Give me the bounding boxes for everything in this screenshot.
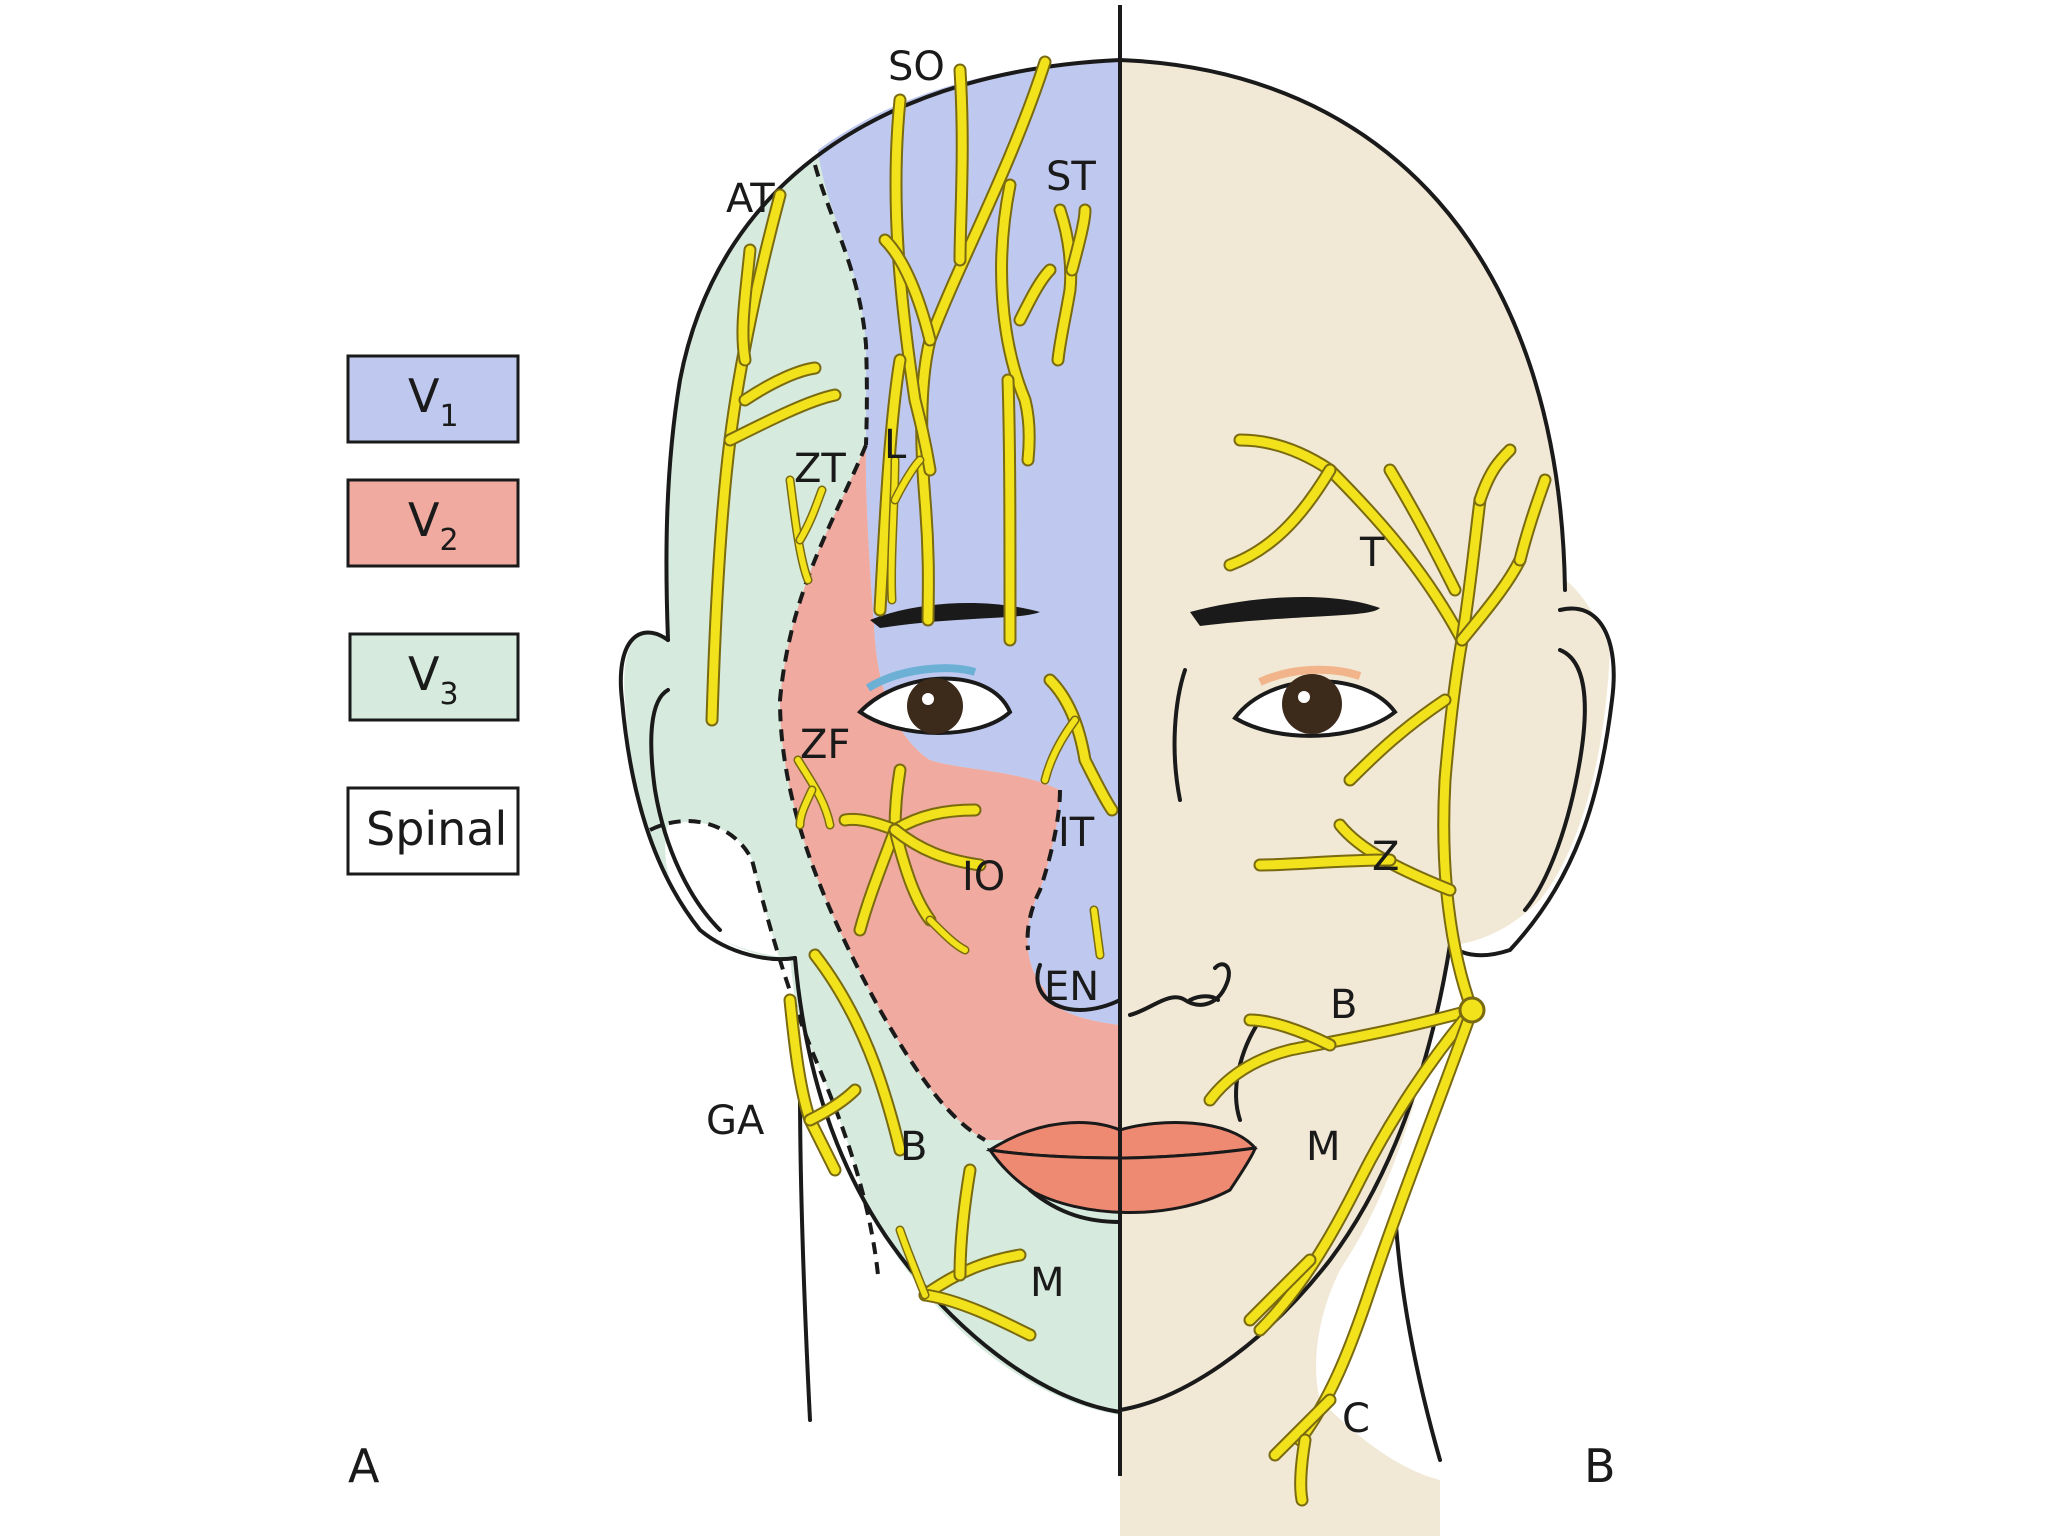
neck-outline-b bbox=[1393, 1208, 1442, 1462]
legend-swatch-v3 bbox=[348, 632, 520, 722]
boundary-v1-v3 bbox=[813, 164, 869, 446]
pupil-highlight-a bbox=[922, 693, 934, 705]
label-ga: GA bbox=[706, 1098, 765, 1144]
ear-inner-a bbox=[649, 688, 722, 932]
ear-a bbox=[618, 630, 797, 962]
panel-a-face bbox=[618, 58, 1122, 1422]
legend: V1 V2 V3 Spinal bbox=[346, 354, 520, 876]
label-it: IT bbox=[1058, 810, 1095, 856]
neck-outline-a bbox=[798, 1088, 812, 1422]
label-at: AT bbox=[726, 176, 775, 222]
crease-b-1 bbox=[1172, 668, 1187, 802]
facial-nerve-trunk-node bbox=[1458, 996, 1486, 1024]
panel-label-a: A bbox=[348, 1439, 380, 1493]
svg-text:V3: V3 bbox=[408, 647, 459, 712]
ear-inner-b bbox=[1523, 648, 1587, 912]
region-v2 bbox=[780, 445, 1120, 1140]
legend-item-v3: V3 bbox=[348, 632, 520, 722]
labels-panel-a: SO ST AT ZT L ZF IT IO EN GA B M bbox=[706, 44, 1099, 1306]
jaw-outline-b bbox=[1118, 943, 1452, 1412]
legend-sub-v2: 2 bbox=[439, 523, 458, 558]
legend-sub-v3: 3 bbox=[439, 677, 458, 712]
legend-label-v2: V bbox=[408, 493, 440, 547]
legend-item-spinal: Spinal bbox=[346, 786, 520, 876]
boundary-spinal-v3 bbox=[649, 819, 880, 1276]
pupil-highlight-b bbox=[1298, 691, 1310, 703]
region-v1 bbox=[818, 60, 1120, 1025]
legend-item-v1: V1 bbox=[346, 354, 520, 444]
label-z: Z bbox=[1372, 834, 1399, 880]
label-so: SO bbox=[888, 44, 945, 90]
label-m-b: M bbox=[1306, 1124, 1341, 1170]
eyebrow-a bbox=[870, 602, 1040, 628]
label-m-a: M bbox=[1030, 1260, 1065, 1306]
ear-b bbox=[1448, 606, 1616, 958]
label-en: EN bbox=[1044, 964, 1099, 1010]
eyelid-highlight-a bbox=[865, 664, 977, 692]
lips-lower bbox=[986, 1146, 1257, 1214]
eyelid-highlight-b bbox=[1258, 665, 1362, 686]
label-c: C bbox=[1342, 1396, 1370, 1442]
legend-swatch-v1 bbox=[346, 354, 520, 444]
jaw-outline-a bbox=[793, 956, 1122, 1414]
nerves-panel-a bbox=[705, 55, 1119, 1342]
nose-b bbox=[1128, 962, 1231, 1017]
label-t: T bbox=[1359, 530, 1385, 576]
boundary-v1-v2-cheek bbox=[1025, 789, 1062, 951]
label-l: L bbox=[884, 422, 907, 468]
label-b-b: B bbox=[1330, 982, 1357, 1028]
legend-label-v3: V bbox=[408, 647, 440, 701]
boundary-v2-v3 bbox=[777, 444, 986, 1142]
eyebrow-b bbox=[1190, 596, 1380, 626]
nerves-panel-b bbox=[1203, 433, 1552, 1507]
labels-panel-b: T Z B M C bbox=[1306, 530, 1399, 1442]
iris-b bbox=[1282, 674, 1342, 734]
legend-label-v1: V bbox=[408, 369, 440, 423]
svg-text:V1: V1 bbox=[408, 369, 459, 434]
nostril-b bbox=[1188, 994, 1220, 1002]
legend-label-spinal: Spinal bbox=[366, 802, 507, 856]
label-io: IO bbox=[962, 854, 1005, 900]
label-st: ST bbox=[1046, 154, 1096, 200]
legend-sub-v1: 1 bbox=[439, 399, 458, 434]
label-b-a: B bbox=[900, 1124, 927, 1170]
chin-fold-a bbox=[1028, 1188, 1122, 1224]
legend-swatch-v2 bbox=[346, 478, 520, 568]
legend-swatch-spinal bbox=[346, 786, 520, 876]
label-zt: ZT bbox=[794, 446, 846, 492]
nose-a bbox=[1035, 963, 1122, 1012]
head-outline-b bbox=[1118, 58, 1567, 592]
label-zf: ZF bbox=[800, 722, 850, 768]
facial-features bbox=[856, 596, 1398, 1224]
legend-item-v2: V2 bbox=[346, 478, 520, 568]
panel-label-b: B bbox=[1584, 1439, 1616, 1493]
svg-text:V2: V2 bbox=[408, 493, 459, 558]
iris-a bbox=[907, 678, 963, 734]
